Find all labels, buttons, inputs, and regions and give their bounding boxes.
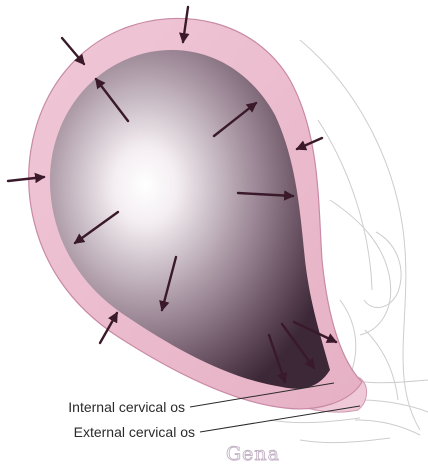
internal-cervical-os-label: Internal cervical os [68,399,185,415]
arrow-icon [62,38,84,64]
artist-signature: Gena [226,443,280,465]
external-os-leader [200,406,360,432]
external-cervical-os-label: External cervical os [74,424,195,440]
